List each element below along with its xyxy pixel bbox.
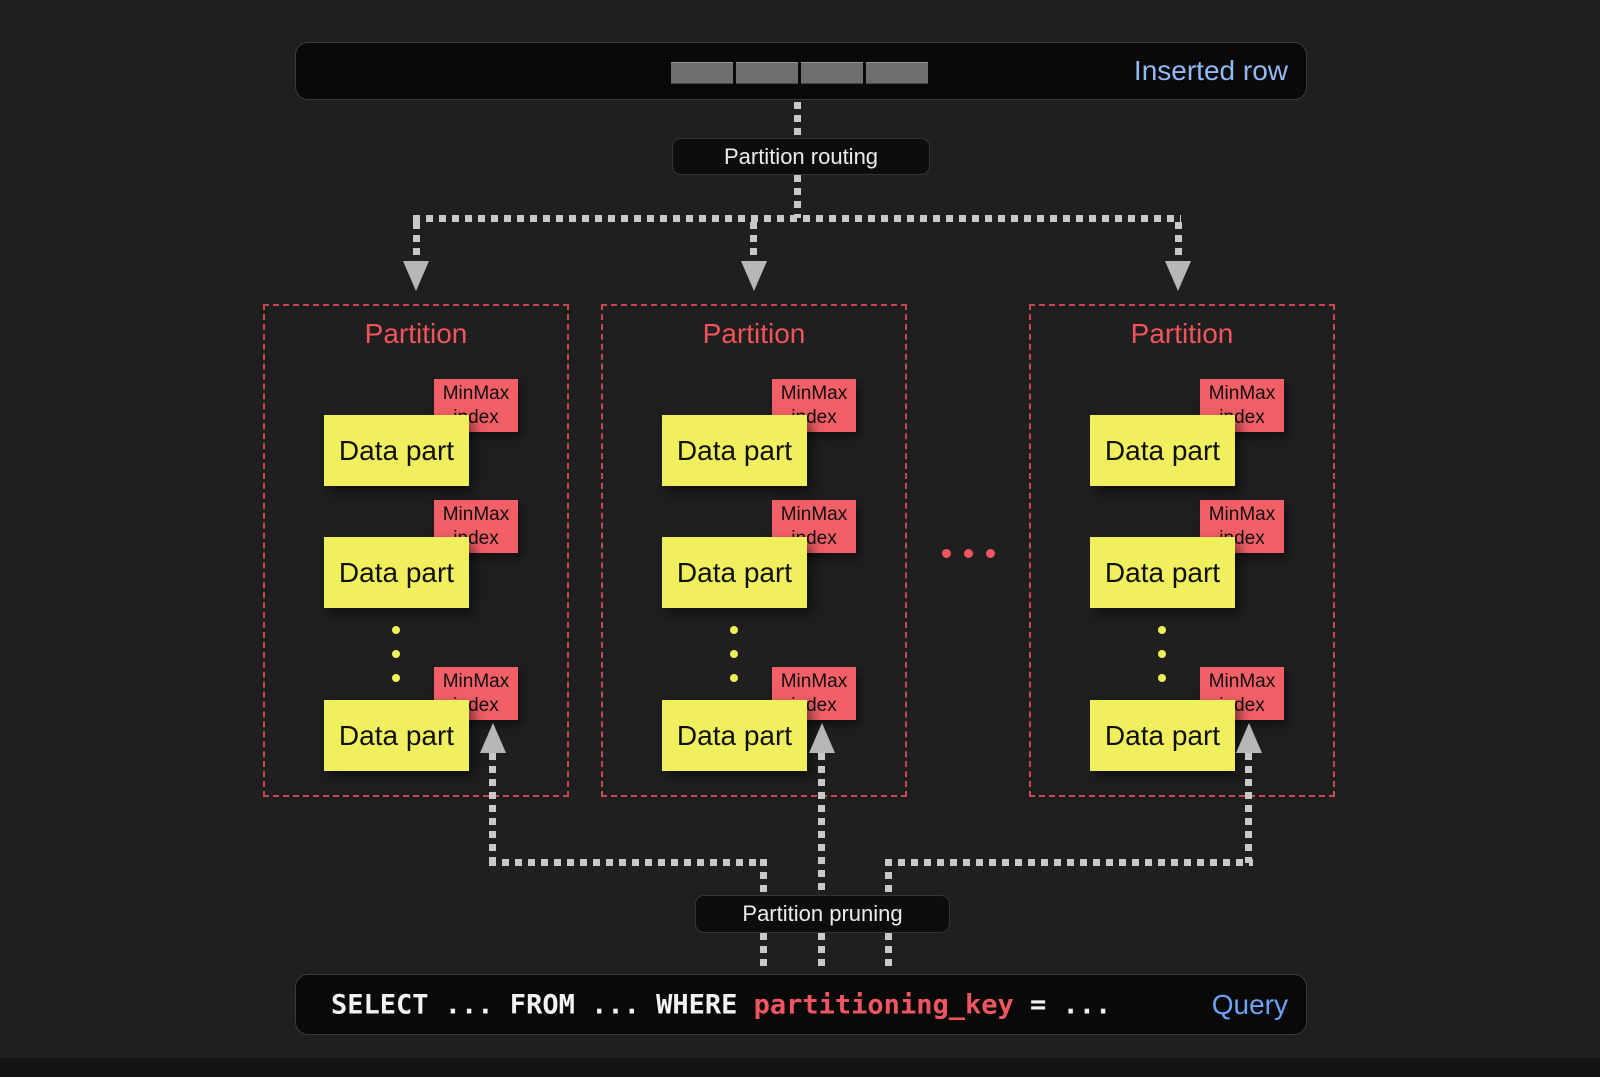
- partition-title: Partition: [1130, 318, 1234, 349]
- routing-line: [794, 175, 801, 218]
- pruning-arrow-shaft: [818, 753, 825, 895]
- more-parts-dot: [392, 626, 400, 634]
- more-parts-indicator: ...: [603, 306, 604, 307]
- row-cell: [866, 62, 928, 84]
- pruning-line: [885, 859, 1253, 866]
- query-label: Query: [1211, 988, 1288, 1020]
- sql-partitioning-key: partitioning_key: [753, 989, 1014, 1020]
- sql-statement: SELECT ... FROM ... WHERE partitioning_k…: [331, 989, 1111, 1020]
- pruning-line: [489, 859, 767, 866]
- partition-title: Partition: [702, 318, 806, 349]
- routing-arrow-shaft: [1175, 222, 1182, 262]
- data-part-box: Data part: [1090, 537, 1235, 608]
- up-arrow-icon: [480, 723, 506, 753]
- more-parts-dot: [730, 674, 738, 682]
- partition-box-1: Partition MinMax index Data part MinMax …: [263, 304, 569, 797]
- down-arrow-icon: [1165, 261, 1191, 291]
- query-box: SELECT ... FROM ... WHERE partitioning_k…: [295, 974, 1307, 1035]
- pruning-line: [760, 933, 767, 967]
- data-part-box: Data part: [324, 415, 469, 486]
- pruning-line: [885, 933, 892, 967]
- routing-arrow-shaft: [750, 222, 757, 262]
- partition-title: Partition: [364, 318, 468, 349]
- more-parts-dot: [1158, 650, 1166, 658]
- down-arrow-icon: [403, 261, 429, 291]
- partition-box-2: Partition MinMax index Data part MinMax …: [601, 304, 907, 797]
- pruning-line: [818, 933, 825, 967]
- footer-band: [0, 1058, 1600, 1077]
- up-arrow-icon: [1236, 723, 1262, 753]
- data-part-box: Data part: [662, 537, 807, 608]
- data-part-box: Data part: [662, 415, 807, 486]
- partitions-ellipsis-dot: [986, 549, 995, 558]
- partitions-ellipsis: ...: [0, 0, 1, 1]
- data-part-box: Data part: [662, 700, 807, 771]
- more-parts-dot: [392, 650, 400, 658]
- sql-suffix: = ...: [1013, 989, 1112, 1020]
- routing-branch-line: [413, 215, 1181, 222]
- more-parts-dot: [392, 674, 400, 682]
- more-parts-dot: [1158, 626, 1166, 634]
- more-parts-dot: [730, 650, 738, 658]
- partition-routing-label: Partition routing: [672, 138, 930, 175]
- partitions-ellipsis-dot: [942, 549, 951, 558]
- more-parts-dot: [730, 626, 738, 634]
- pruning-arrow-shaft: [1245, 753, 1252, 863]
- partitions-ellipsis-dot: [964, 549, 973, 558]
- sql-prefix: SELECT ... FROM ... WHERE: [331, 989, 754, 1020]
- partition-box-3: Partition MinMax index Data part MinMax …: [1029, 304, 1335, 797]
- minmax-index-tag: MinMax index: [434, 500, 518, 553]
- routing-arrow-shaft: [413, 222, 420, 262]
- pruning-line: [760, 859, 767, 895]
- more-parts-indicator: ...: [265, 306, 266, 307]
- more-parts-dot: [1158, 674, 1166, 682]
- data-part-box: Data part: [324, 537, 469, 608]
- partition-pruning-label: Partition pruning: [695, 895, 950, 933]
- data-part-box: Data part: [324, 700, 469, 771]
- row-cell: [801, 62, 863, 84]
- inserted-row-label: Inserted row: [1133, 55, 1288, 86]
- pruning-line: [885, 859, 892, 895]
- more-parts-indicator: ...: [1031, 306, 1032, 307]
- inserted-row-cells: [671, 62, 928, 84]
- row-cell: [736, 62, 798, 84]
- inserted-row-box: Inserted row: [295, 42, 1307, 100]
- pruning-arrow-shaft: [489, 753, 496, 863]
- row-cell: [671, 62, 733, 84]
- up-arrow-icon: [809, 723, 835, 753]
- routing-line: [794, 102, 801, 138]
- data-part-box: Data part: [1090, 415, 1235, 486]
- data-part-box: Data part: [1090, 700, 1235, 771]
- down-arrow-icon: [741, 261, 767, 291]
